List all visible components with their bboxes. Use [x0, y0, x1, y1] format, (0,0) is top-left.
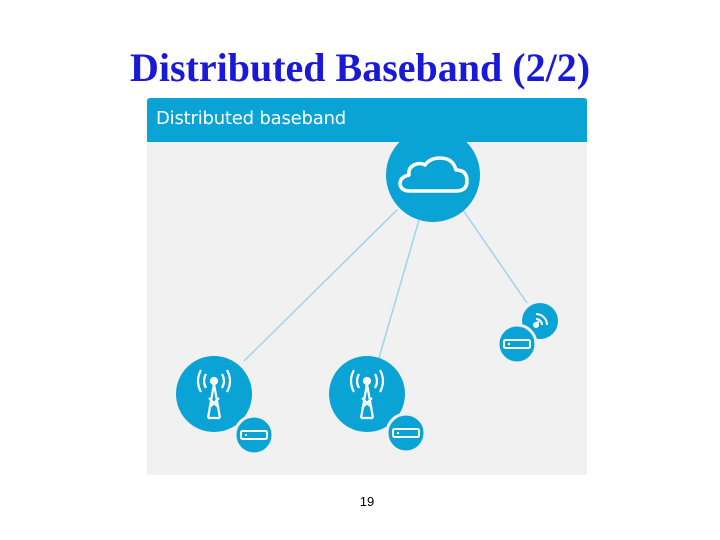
cloud-icon: [398, 156, 469, 193]
slide-title: Distributed Baseband (2/2): [129, 45, 591, 90]
small-cell-icon: [533, 313, 548, 328]
baseband-unit-icon: [233, 414, 275, 456]
banner-label: Distributed baseband: [156, 108, 347, 129]
small-cell-node: [496, 301, 560, 365]
baseband-unit-icon: [496, 323, 538, 365]
figure-banner: Distributed baseband: [147, 98, 587, 142]
link-cloud-to-small-cell: [462, 209, 528, 304]
cell-tower-node-left: [176, 356, 275, 456]
cell-tower-node-middle: [329, 356, 427, 454]
baseband-unit-icon: [385, 412, 427, 454]
cell-tower-icon: [196, 369, 232, 420]
link-cloud-to-middle-tower: [378, 219, 420, 359]
cloud-node: [386, 128, 480, 222]
network-diagram: [176, 128, 560, 456]
page-number: 19: [359, 494, 375, 509]
link-cloud-to-left-tower: [243, 209, 398, 362]
cell-tower-icon: [349, 369, 385, 420]
distributed-baseband-figure: Distributed baseband: [147, 98, 587, 475]
